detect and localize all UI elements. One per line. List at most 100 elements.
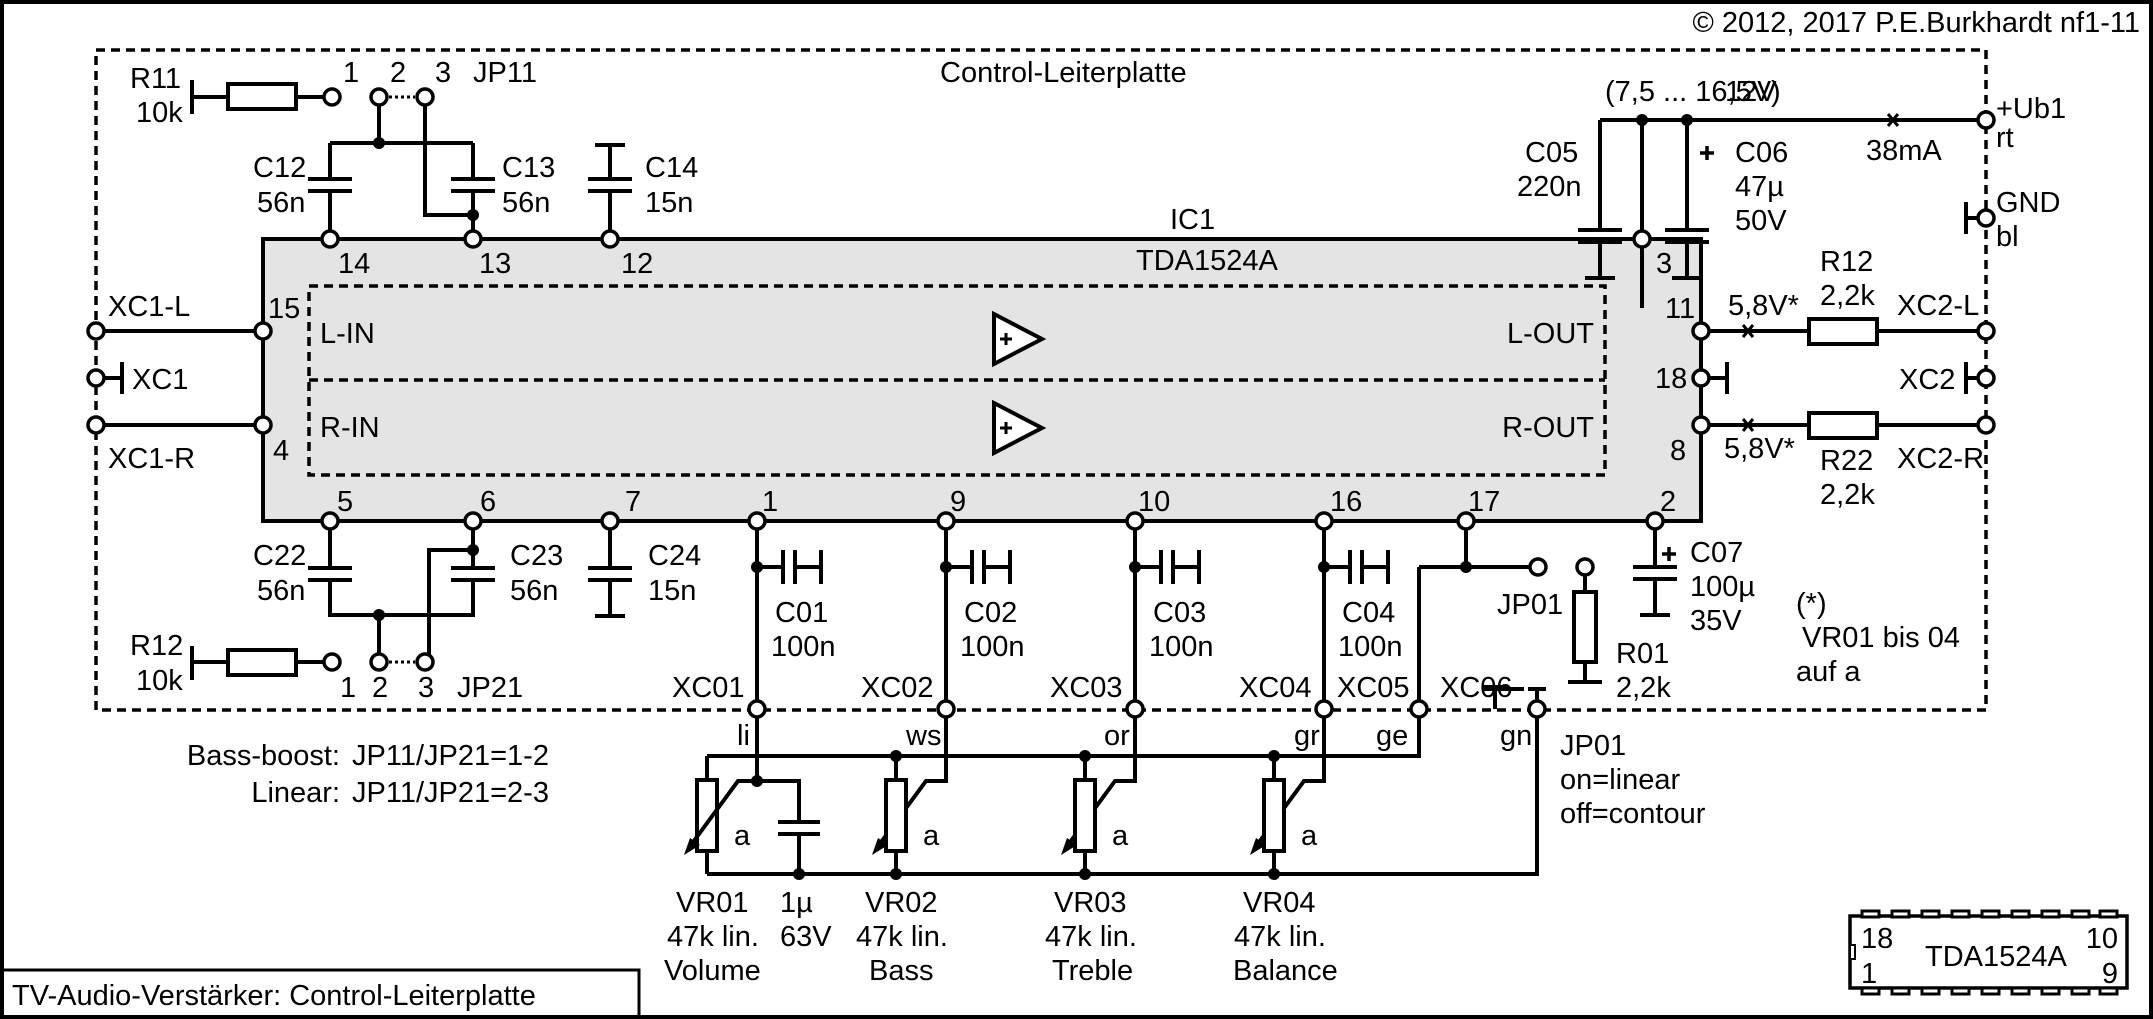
pin-label: 6 [480,486,496,518]
c06-voltage: 50V [1735,205,1787,237]
pin-label: 5 [337,486,353,518]
xc06-color: gn [1500,720,1532,752]
title-text: TV-Audio-Verstärker: Control-Leiterplatt… [12,980,536,1012]
package-pin-10: 10 [2086,923,2118,955]
jp21-ref: JP21 [457,672,523,704]
c06-value: 47µ [1735,171,1784,203]
xc02-label: XC02 [861,672,934,704]
supply-voltage: 12V [1725,76,1777,108]
c05-value: 220n [1517,171,1582,203]
pin-label: 10 [1138,486,1170,518]
c03-ref: C03 [1153,597,1206,629]
c12-value: 56n [257,187,305,219]
supply-section: C05 220n C06 47µ 50V (7,5 ... 16,5V) 12V… [1517,76,2066,308]
vr02-ref: VR02 [865,887,938,919]
pin-label: 11 [1665,293,1695,325]
ic1-part: TDA1524A [1136,245,1279,277]
r12-resistor [226,648,298,677]
copyright-text: © 2012, 2017 P.E.Burkhardt nf1-11 [1692,7,2140,39]
r12-value: 10k [136,665,183,697]
jp01-note-on: on=linear [1560,764,1680,796]
l-out-label: L-OUT [1507,318,1594,350]
pin-label: 16 [1330,486,1362,518]
r12-out-ref: R12 [1820,246,1873,278]
c02-ref: C02 [964,597,1017,629]
xc2-l-label: XC2-L [1897,290,1979,322]
top-network: R11 10k 1 2 3 JP11 C12 56n C13 56n C14 1… [130,57,698,249]
input-connectors: XC1-L XC1 XC1-R [86,291,273,475]
c24-value: 15n [648,575,696,607]
r01-ref: R01 [1616,638,1669,670]
amplifier-icon [992,399,1047,457]
c07-ref: C07 [1690,537,1743,569]
r12-out-value: 2,2k [1820,280,1875,312]
xc03-color: or [1104,720,1130,752]
xc06-pin [1527,699,1547,719]
ub1-label: +Ub1 [1996,93,2066,125]
r22-value: 2,2k [1820,479,1875,511]
xc1-label: XC1 [132,364,188,396]
vol-cap-voltage: 63V [780,921,832,953]
star-note-line2: auf a [1796,656,1861,688]
notes: JP01 on=linear off=contour (*) VR01 bis … [187,588,1960,830]
jp21-pin: 2 [372,672,388,704]
vr02-body [884,778,908,853]
jp21-pin: 1 [340,672,356,704]
c02-value: 100n [960,631,1025,663]
vr02-tap: a [923,820,940,852]
right-voltage: 5,8V* [1724,433,1795,465]
xc01-label: XC01 [672,672,745,704]
vr03-body [1073,778,1097,853]
c14-ref: C14 [645,152,698,184]
xc02-color: ws [905,720,941,752]
xc02-pin [936,699,956,719]
vr02-value: 47k lin. [856,921,948,953]
package-pin-1: 1 [1861,958,1877,990]
r22-output-resistor [1807,411,1879,440]
xc05-pin [1409,699,1429,719]
pin-label: 8 [1670,435,1686,467]
c01-ref: C01 [775,597,828,629]
c22-value: 56n [257,575,305,607]
ub1-color: rt [1996,122,2014,154]
r11-value: 10k [136,97,183,129]
ic1-core [307,284,1607,477]
c13-value: 56n [502,187,550,219]
xc05-color: ge [1376,720,1408,752]
package-pin-9: 9 [2102,958,2118,990]
c04-value: 100n [1338,631,1403,663]
c05-ref: C05 [1525,137,1578,169]
xc03-label: XC03 [1050,672,1123,704]
vr01-function: Volume [664,955,761,987]
vr03-function: Treble [1052,955,1133,987]
ic1: IC1 TDA1524A L-IN R-IN L-OUT R-OUT 14 13… [261,204,1703,523]
xc1-r-label: XC1-R [108,443,195,475]
jp11-pin: 3 [435,57,451,89]
xc1-l-label: XC1-L [108,291,190,323]
xc06-label: XC06 [1440,672,1513,704]
jp11-pin: 1 [343,57,359,89]
package-part: TDA1524A [1925,941,2068,973]
bass-boost-value: JP11/JP21=1-2 [352,740,549,772]
vr04-function: Balance [1233,955,1338,987]
vr03-ref: VR03 [1054,887,1127,919]
pin-label: 4 [273,435,289,467]
pin-label: 13 [479,248,511,280]
control-section: C01 100n C02 100n C03 100n C04 100n JP01… [747,511,1755,709]
star-note-line1: VR01 bis 04 [1802,622,1960,654]
linear-value: JP11/JP21=2-3 [352,777,549,809]
c01-value: 100n [771,631,836,663]
r11-resistor [226,82,298,111]
supply-current: 38mA [1866,135,1942,167]
r-out-label: R-OUT [1502,412,1594,444]
pin-label: 3 [1656,248,1672,280]
jp01-note-title: JP01 [1560,730,1626,762]
xc01-pin [747,699,767,719]
vr03-value: 47k lin. [1045,921,1137,953]
pin-label: 9 [950,486,966,518]
r12-ref: R12 [130,630,183,662]
ic1-ref: IC1 [1170,204,1215,236]
xc04-label: XC04 [1239,672,1312,704]
